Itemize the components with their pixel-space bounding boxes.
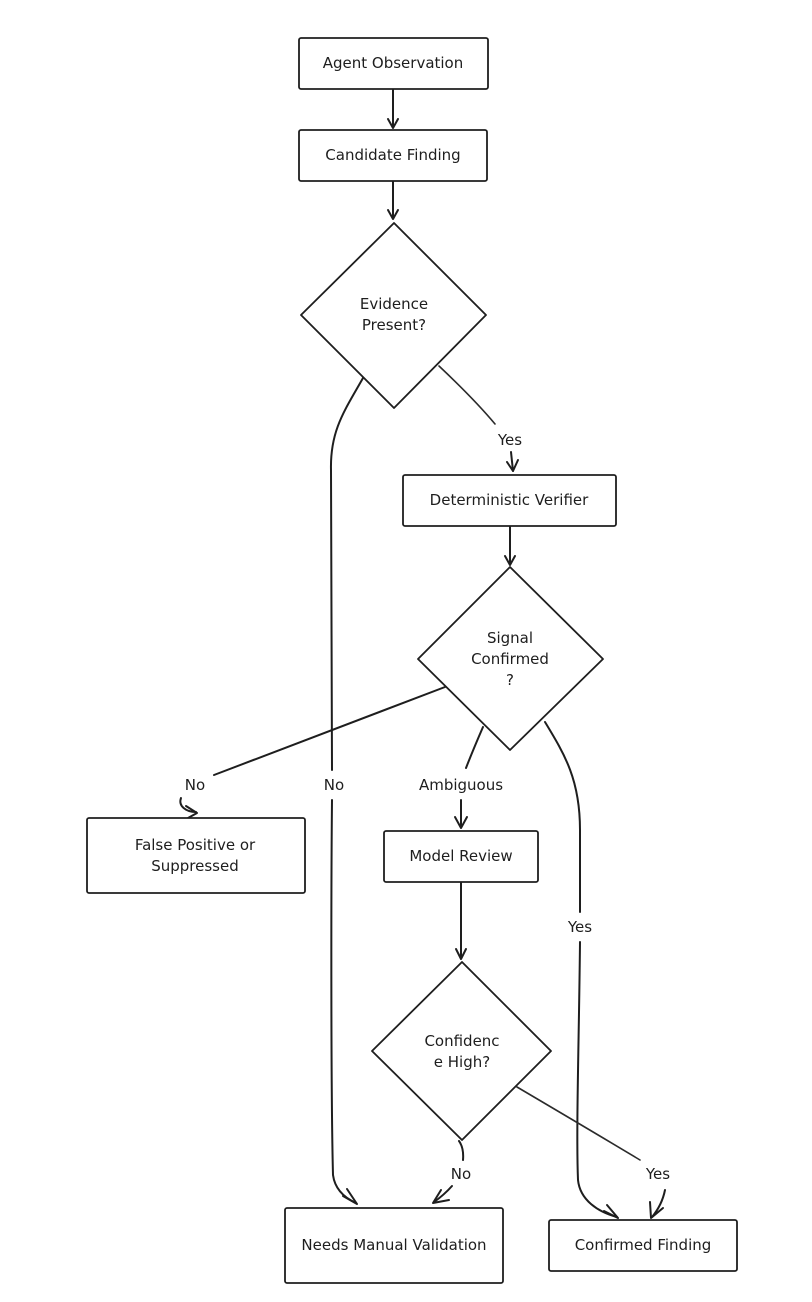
edge-label-evidence-yes: Yes	[492, 429, 528, 451]
edge-label-signal-yes: Yes	[562, 916, 598, 938]
edge-signal-ambiguous	[454, 726, 484, 829]
edge-label-signal-ambiguous-text: Ambiguous	[419, 776, 503, 794]
node-confidence-high-line-2: e High?	[434, 1053, 490, 1071]
edge-evidence-no	[329, 377, 364, 1205]
node-signal-confirmed: Signal Confirmed ?	[417, 566, 604, 751]
node-confidence-high-line-1: Confidenc	[424, 1032, 499, 1050]
node-confirmed-finding-label: Confirmed Finding	[575, 1236, 712, 1254]
node-signal-confirmed-line-1: Signal	[487, 629, 533, 647]
edge-verifier-to-signal	[504, 525, 516, 566]
node-false-positive: False Positive or Suppressed	[86, 817, 306, 894]
edge-label-evidence-no: No	[318, 774, 348, 796]
node-candidate-finding: Candidate Finding	[298, 129, 488, 182]
edge-label-confidence-yes: Yes	[640, 1163, 676, 1185]
edge-label-signal-yes-text: Yes	[567, 918, 592, 936]
edge-evidence-yes	[438, 365, 519, 472]
node-false-positive-line-1: False Positive or	[135, 836, 256, 854]
node-needs-manual-validation-label: Needs Manual Validation	[301, 1236, 486, 1254]
node-agent-observation-label: Agent Observation	[323, 54, 464, 72]
node-confirmed-finding: Confirmed Finding	[548, 1219, 738, 1272]
edge-confidence-yes	[516, 1086, 666, 1219]
edge-label-evidence-no-text: No	[324, 776, 344, 794]
node-agent-observation: Agent Observation	[298, 37, 489, 90]
node-false-positive-line-2: Suppressed	[151, 857, 239, 875]
node-model-review: Model Review	[383, 830, 539, 883]
node-confidence-high: Confidenc e High?	[371, 961, 552, 1141]
node-candidate-finding-label: Candidate Finding	[325, 146, 460, 164]
node-deterministic-verifier-label: Deterministic Verifier	[430, 491, 589, 509]
edge-label-signal-no-text: No	[185, 776, 205, 794]
edge-label-evidence-yes-text: Yes	[497, 431, 522, 449]
edge-observation-to-candidate	[387, 88, 399, 129]
edge-label-confidence-yes-text: Yes	[645, 1165, 670, 1183]
node-evidence-present-line-1: Evidence	[360, 295, 428, 313]
edge-label-signal-ambiguous: Ambiguous	[413, 774, 509, 796]
edge-candidate-to-evidence	[387, 180, 399, 220]
node-needs-manual-validation: Needs Manual Validation	[284, 1207, 504, 1284]
node-evidence-present: Evidence Present?	[300, 222, 487, 409]
node-evidence-present-line-2: Present?	[362, 316, 426, 334]
edge-label-confidence-no: No	[445, 1163, 477, 1185]
node-signal-confirmed-line-2: Confirmed	[471, 650, 549, 668]
edge-confidence-no	[432, 1140, 465, 1204]
edge-review-to-confidence	[455, 881, 467, 960]
edge-label-confidence-no-text: No	[451, 1165, 471, 1183]
node-model-review-label: Model Review	[409, 847, 512, 865]
edge-signal-no	[179, 686, 446, 819]
node-signal-confirmed-line-3: ?	[506, 671, 514, 689]
edge-signal-yes	[544, 721, 619, 1219]
edge-label-signal-no: No	[179, 774, 211, 796]
node-deterministic-verifier: Deterministic Verifier	[402, 474, 617, 527]
